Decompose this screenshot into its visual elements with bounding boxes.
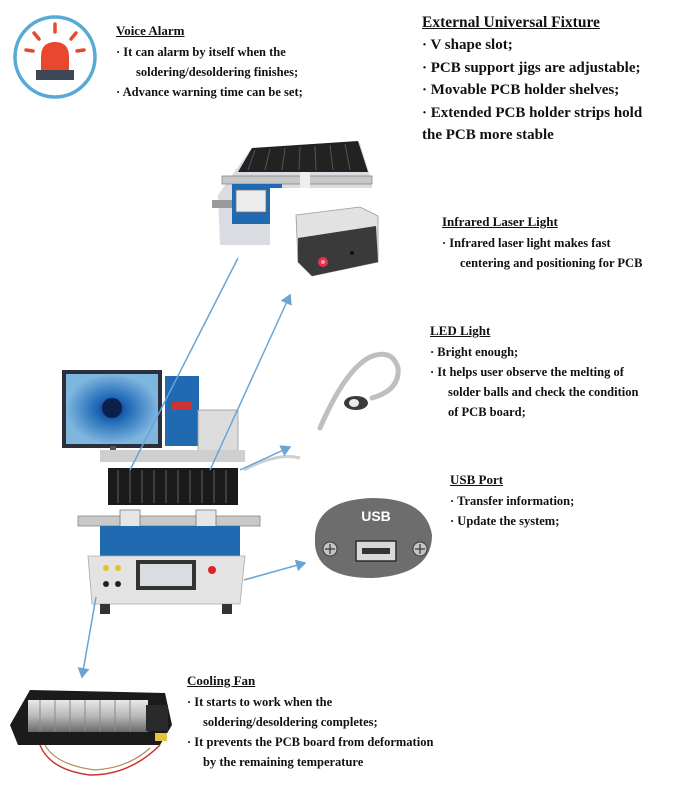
usb-port-label: USB: [361, 508, 391, 524]
fan-line: · It starts to work when the: [187, 695, 333, 709]
arrow-to-fan: [77, 596, 97, 679]
voice-alarm-section: Voice Alarm · It can alarm by itself whe…: [116, 22, 303, 102]
voice-alarm-title: Voice Alarm: [116, 23, 185, 38]
alarm-siren-icon: [13, 15, 97, 99]
laser-line: centering and positioning for PCB: [460, 256, 643, 270]
fixture-line: · Movable PCB holder shelves;: [422, 82, 620, 98]
fixture-line: the PCB more stable: [422, 127, 554, 143]
arrow-to-fixture: [129, 257, 239, 471]
led-line: · It helps user observe the melting of: [430, 365, 624, 379]
usb-title: USB Port: [450, 472, 504, 487]
fan-line: soldering/desoldering completes;: [203, 715, 378, 729]
pointer-arrows: [77, 257, 307, 679]
arrow-to-laser: [209, 293, 292, 471]
laser-line: · Infrared laser light makes fast: [442, 236, 611, 250]
led-section: LED Light · Bright enough; · It helps us…: [430, 322, 638, 422]
fan-line: by the remaining temperature: [203, 755, 364, 769]
fixture-line: · PCB support jigs are adjustable;: [422, 59, 641, 76]
usb-line: · Update the system;: [450, 514, 560, 528]
voice-alarm-line: · Advance warning time can be set;: [116, 85, 303, 99]
rework-station-image: [62, 370, 301, 614]
voice-alarm-line: soldering/desoldering finishes;: [136, 65, 299, 79]
usb-line: · Transfer information;: [450, 494, 575, 508]
led-line: solder balls and check the condition: [448, 385, 639, 399]
led-line: · Bright enough;: [430, 345, 519, 359]
led-title: LED Light: [430, 323, 491, 338]
arrow-to-usb: [243, 559, 307, 581]
fixture-line: · Extended PCB holder strips hold: [422, 104, 643, 121]
cooling-fan-image: [10, 690, 172, 776]
voice-alarm-line: · It can alarm by itself when the: [116, 45, 286, 59]
infrared-laser-image: [270, 188, 385, 288]
usb-section: USB Port · Transfer information; · Updat…: [450, 471, 574, 531]
fan-line: · It prevents the PCB board from deforma…: [187, 735, 434, 749]
led-line: of PCB board;: [448, 405, 526, 419]
fixture-title: External Universal Fixture: [422, 14, 600, 31]
fixture-line: · V shape slot;: [422, 37, 513, 53]
fan-title: Cooling Fan: [187, 673, 256, 688]
laser-title: Infrared Laser Light: [442, 214, 558, 229]
led-light-image: [317, 351, 401, 431]
fan-section: Cooling Fan · It starts to work when the…: [187, 672, 433, 772]
arrow-to-led: [239, 445, 292, 471]
fixture-section: External Universal Fixture · V shape slo…: [422, 13, 642, 147]
usb-port-image: [315, 498, 432, 578]
laser-section: Infrared Laser Light · Infrared laser li…: [442, 213, 642, 273]
